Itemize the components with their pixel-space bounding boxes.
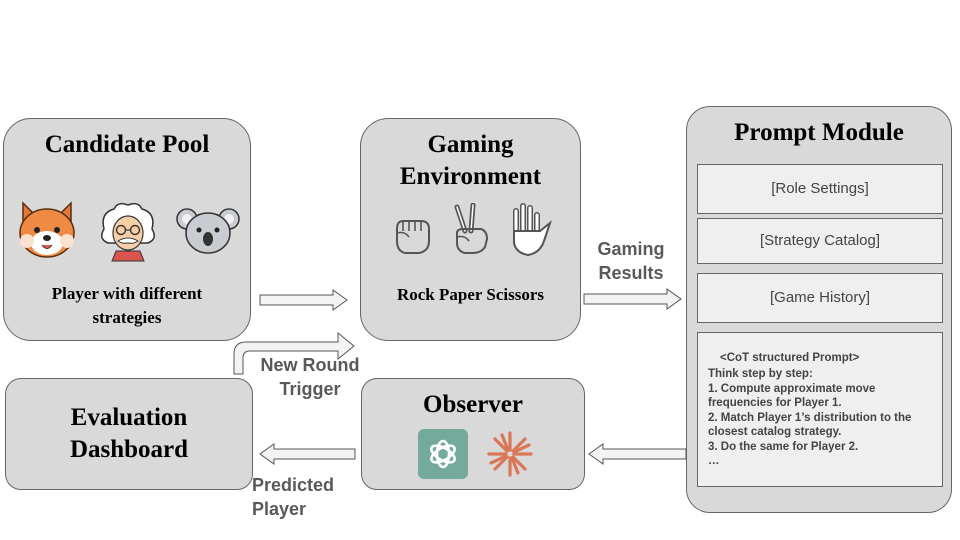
scissors-hand-icon <box>454 203 489 254</box>
evaluation-dashboard-box: Evaluation Dashboard <box>5 378 253 490</box>
prompt-module-title: Prompt Module <box>734 119 904 146</box>
arrow-prompt-to-observer <box>588 443 687 465</box>
gaming-environment-title: Gaming Environment <box>399 131 542 190</box>
role-settings-item: [Role Settings] <box>697 164 943 214</box>
koala-icon <box>176 208 240 254</box>
openai-logo-icon <box>418 429 468 479</box>
candidate-pool-box: Candidate Pool Player with different str… <box>3 118 251 341</box>
einstein-icon <box>101 202 155 262</box>
observer-box: Observer <box>361 378 585 490</box>
gaming-results-label: Gaming Results <box>597 239 665 283</box>
observer-title: Observer <box>423 391 523 418</box>
shiba-dog-icon <box>19 201 75 258</box>
arrow-environment-to-prompt <box>583 288 682 310</box>
cot-header: <CoT structured Prompt> <box>720 352 860 364</box>
role-settings-label: [Role Settings] <box>771 180 869 197</box>
arrow-new-round-trigger <box>233 331 355 375</box>
strategy-catalog-label: [Strategy Catalog] <box>759 232 881 249</box>
cot-line: Think step by step: <box>708 368 813 380</box>
rock-hand-icon <box>396 220 430 254</box>
evaluation-dashboard-title: Evaluation Dashboard <box>69 404 189 463</box>
candidate-pool-title: Candidate Pool <box>44 131 210 158</box>
cot-line: … <box>708 455 720 467</box>
gaming-environment-box: Gaming Environment Rock Paper Scissors <box>360 118 581 341</box>
cot-line: 1. Compute approximate move frequencies … <box>708 382 876 410</box>
candidate-pool-caption: Player with different strategies <box>51 284 203 327</box>
gaming-environment-caption: Rock Paper Scissors <box>396 285 544 304</box>
new-round-trigger-label: New Round Trigger <box>260 355 360 399</box>
cot-line: 2. Match Player 1’s distribution to the … <box>708 411 912 439</box>
cot-prompt-item: <CoT structured Prompt> Think step by st… <box>697 332 943 487</box>
claude-logo-icon <box>487 431 533 477</box>
paper-hand-icon <box>513 203 553 257</box>
cot-line: 3. Do the same for Player 2. <box>708 440 859 453</box>
arrow-pool-to-environment <box>259 289 348 311</box>
game-history-label: [Game History] <box>769 289 871 306</box>
strategy-catalog-item: [Strategy Catalog] <box>697 218 943 264</box>
arrow-observer-to-dashboard <box>259 443 356 465</box>
game-history-item: [Game History] <box>697 273 943 323</box>
prompt-module-box: Prompt Module [Role Settings] [Strategy … <box>686 106 952 513</box>
predicted-player-label: Predicted Player <box>252 475 335 519</box>
